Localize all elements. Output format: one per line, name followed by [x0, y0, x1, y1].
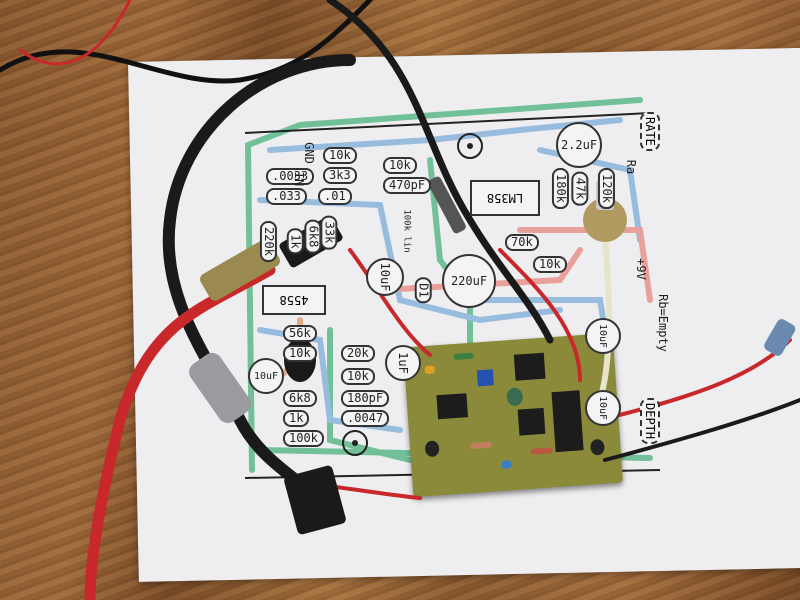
rb-label: Rb=Empty	[655, 294, 670, 352]
capacitor-10uf: 10uF	[366, 258, 404, 296]
dc-jack	[428, 176, 466, 234]
capacitor-label: .01	[318, 188, 352, 205]
trimmer-label: 100k lin	[401, 209, 412, 253]
ic-lm358: LM358	[470, 180, 540, 216]
capacitor-2-2uf: 2.2uF	[556, 122, 602, 168]
resistor-label: 1k	[286, 228, 304, 255]
resistor-label: 10k	[341, 368, 375, 385]
capacitor-label: 180pF	[341, 390, 390, 407]
led-jack	[764, 319, 796, 356]
resistor-label: 3k3	[323, 167, 357, 184]
capacitor-label: .0033	[266, 168, 315, 185]
jack-plug-silver	[189, 352, 346, 535]
resistor-label: 1k	[283, 410, 310, 427]
resistor-label: 10k	[533, 256, 567, 273]
capacitor-10uf: 10uF	[585, 318, 621, 354]
rate-pot-label: RATE	[640, 112, 660, 151]
resistor-label: 100k	[283, 430, 324, 447]
in-label: IN	[292, 171, 307, 187]
resistor-label: 6k8	[283, 390, 317, 407]
resistor-label: 20k	[341, 345, 375, 362]
resistor-label: 180k	[551, 168, 569, 209]
resistor-label: 120k	[597, 168, 615, 209]
resistor-label: 47k	[571, 171, 589, 206]
resistor-label: 220k	[259, 221, 277, 262]
depth-pot-label: DEPTH	[640, 398, 660, 445]
resistor-label: 33k	[320, 215, 338, 250]
capacitor-220uf: 220uF	[442, 254, 496, 308]
capacitor-label: 470pF	[383, 177, 432, 194]
resistor-label: 56k	[283, 325, 317, 342]
power-9v-label: +9V	[633, 258, 648, 280]
ic-4558: 4558	[262, 285, 326, 315]
resistor-label: 10k	[383, 157, 417, 174]
capacitor-label: .033	[266, 188, 307, 205]
capacitor-10uf: 10uF	[585, 390, 621, 426]
diode-d1-label: D1	[414, 277, 432, 304]
capacitor-10uf: 10uF	[248, 358, 284, 394]
resistor-label: 6k8	[304, 219, 322, 254]
gnd-label: GND	[301, 142, 316, 164]
capacitor-1uf: 1uF	[385, 345, 421, 381]
capacitor-label: .0047	[341, 410, 390, 427]
resistor-label: 10k	[323, 147, 357, 164]
resistor-label: 70k	[505, 234, 539, 251]
resistor-label: 10k	[283, 345, 317, 362]
ra-label: Ra	[624, 159, 639, 175]
